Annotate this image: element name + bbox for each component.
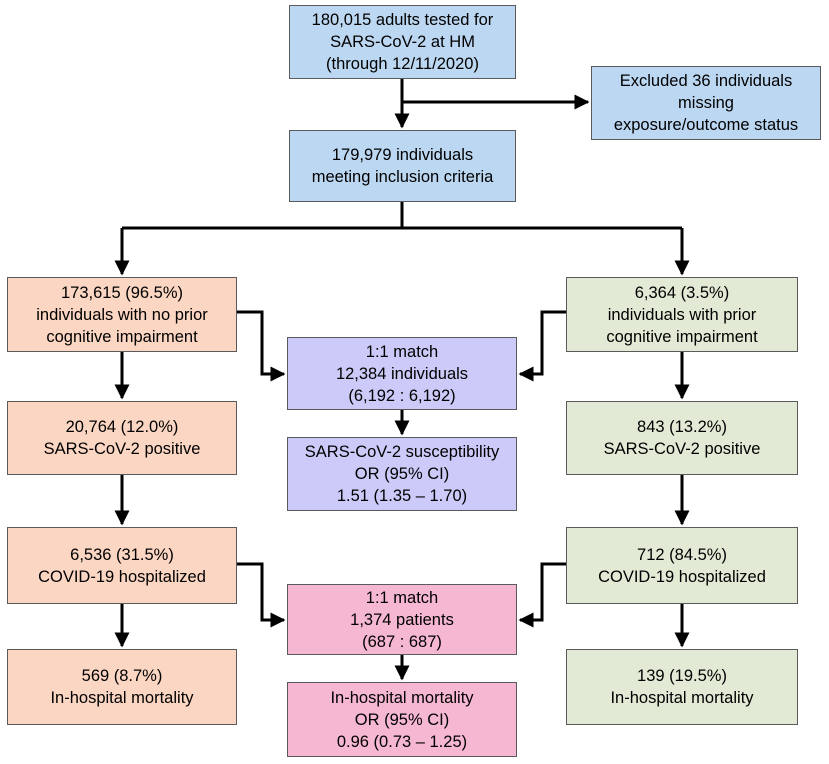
match2-line-3: (687 : 687) xyxy=(362,632,442,651)
right-mortality-line-2: In-hospital mortality xyxy=(610,689,754,707)
right-cohort-box: 6,364 (3.5%) individuals with prior cogn… xyxy=(566,277,798,352)
right-mortality-box: 139 (19.5%) In-hospital mortality xyxy=(566,649,798,725)
included-line-2: meeting inclusion criteria xyxy=(311,168,494,186)
right-hospitalized-box: 712 (84.5%) COVID-19 hospitalized xyxy=(566,527,798,604)
left-mortality-line-1: 569 (8.7%) xyxy=(81,667,163,685)
match1-line-3: (6,192 : 6,192) xyxy=(348,386,456,405)
left-cohort-box: 173,615 (96.5%) individuals with no prio… xyxy=(7,277,237,352)
tested-line-2: SARS-CoV-2 at HM xyxy=(330,33,475,51)
right-positive-box: 843 (13.2%) SARS-CoV-2 positive xyxy=(566,401,798,475)
left-mortality-line-2: In-hospital mortality xyxy=(50,689,194,707)
right-hospitalized-line-1: 712 (84.5%) xyxy=(637,545,727,564)
left-hospitalized-line-1: 6,536 (31.5%) xyxy=(70,545,174,564)
right-cohort-line-3: cognitive impairment xyxy=(606,327,758,346)
match1-line-1: 1:1 match xyxy=(365,342,439,361)
center-mortality-line-1: In-hospital mortality xyxy=(330,688,474,707)
right-cohort-line-2: individuals with prior xyxy=(607,305,757,324)
match2-line-1: 1:1 match xyxy=(365,588,439,607)
left-hospitalized-box: 6,536 (31.5%) COVID-19 hospitalized xyxy=(7,527,237,604)
susceptibility-box: SARS-CoV-2 susceptibility OR (95% CI) 1.… xyxy=(287,437,517,511)
right-hospitalized-line-2: COVID-19 hospitalized xyxy=(598,567,766,586)
tested-line-3: (through 12/11/2020) xyxy=(326,55,479,73)
left-positive-line-2: SARS-CoV-2 positive xyxy=(43,440,201,458)
arrow-left-hosp-to-match2 xyxy=(237,562,286,628)
right-mortality-line-1: 139 (19.5%) xyxy=(637,667,727,685)
left-positive-box: 20,764 (12.0%) SARS-CoV-2 positive xyxy=(7,401,237,475)
arrow-right-hosp-to-match2 xyxy=(518,562,566,628)
susceptibility-line-3: 1.51 (1.35 – 1.70) xyxy=(336,487,468,505)
tested-box: 180,015 adults tested for SARS-CoV-2 at … xyxy=(289,5,516,79)
arrow-right-cohort-to-match1 xyxy=(518,310,566,382)
susceptibility-line-2: OR (95% CI) xyxy=(354,465,450,483)
excluded-box: Excluded 36 individuals missing exposure… xyxy=(591,66,821,140)
right-cohort-line-1: 6,364 (3.5%) xyxy=(634,283,730,302)
right-positive-line-1: 843 (13.2%) xyxy=(637,418,727,436)
excluded-line-1: Excluded 36 individuals xyxy=(619,72,793,90)
tested-line-1: 180,015 adults tested for xyxy=(311,11,494,29)
left-cohort-line-1: 173,615 (96.5%) xyxy=(60,283,183,302)
left-cohort-line-2: individuals with no prior xyxy=(36,305,208,324)
excluded-line-2: missing xyxy=(678,94,734,112)
match1-box: 1:1 match 12,384 individuals (6,192 : 6,… xyxy=(287,337,517,410)
center-mortality-line-3: 0.96 (0.73 – 1.25) xyxy=(336,732,468,751)
center-mortality-box: In-hospital mortality OR (95% CI) 0.96 (… xyxy=(287,682,517,757)
left-cohort-line-3: cognitive impairment xyxy=(46,327,198,346)
match2-box: 1:1 match 1,374 patients (687 : 687) xyxy=(287,584,517,655)
match2-line-2: 1,374 patients xyxy=(350,610,454,629)
left-mortality-box: 569 (8.7%) In-hospital mortality xyxy=(7,649,237,725)
arrow-left-cohort-to-match1 xyxy=(237,310,286,382)
susceptibility-line-1: SARS-CoV-2 susceptibility xyxy=(304,443,500,461)
left-positive-line-1: 20,764 (12.0%) xyxy=(65,418,179,436)
included-box: 179,979 individuals meeting inclusion cr… xyxy=(289,130,516,202)
right-positive-line-2: SARS-CoV-2 positive xyxy=(603,440,761,458)
included-line-1: 179,979 individuals xyxy=(331,146,474,164)
excluded-line-3: exposure/outcome status xyxy=(613,116,799,134)
left-hospitalized-line-2: COVID-19 hospitalized xyxy=(38,567,206,586)
match1-line-2: 12,384 individuals xyxy=(335,364,469,383)
center-mortality-line-2: OR (95% CI) xyxy=(354,710,450,729)
